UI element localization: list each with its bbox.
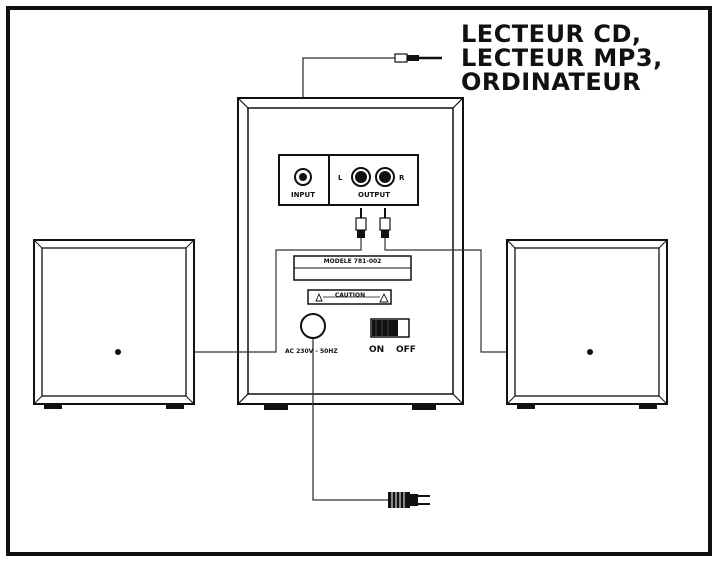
output-right-label: R bbox=[399, 174, 405, 182]
left-speaker bbox=[33, 239, 195, 409]
caution-label: CAUTION bbox=[334, 292, 366, 299]
device-label-line1: LECTEUR CD, bbox=[461, 20, 642, 48]
on-label: ON bbox=[369, 345, 385, 355]
power-switch bbox=[370, 318, 410, 338]
power-rating-label: AC 230V - 50HZ bbox=[285, 348, 338, 355]
power-cord-inlet bbox=[300, 313, 326, 339]
jack-plug-top-icon bbox=[394, 53, 442, 63]
left-speaker-cable bbox=[118, 238, 362, 353]
input-label: INPUT bbox=[290, 191, 316, 199]
off-label: OFF bbox=[396, 345, 416, 355]
power-plug-icon bbox=[388, 492, 430, 508]
rca-plug-left-icon bbox=[355, 208, 367, 238]
device-label-line3: ORDINATEUR bbox=[461, 68, 642, 96]
model-label: MODELE 781-002 bbox=[323, 258, 382, 265]
connector-panel bbox=[278, 154, 419, 206]
output-label: OUTPUT bbox=[358, 191, 390, 199]
device-label-line2: LECTEUR MP3, bbox=[461, 44, 663, 72]
warning-right-icon bbox=[379, 292, 389, 303]
output-left-label: L bbox=[338, 174, 343, 182]
warning-left-icon bbox=[315, 292, 323, 302]
rca-plug-right-icon bbox=[379, 208, 391, 238]
diagram-border bbox=[6, 6, 712, 556]
model-plate bbox=[293, 255, 412, 281]
subwoofer-cabinet bbox=[237, 97, 464, 410]
power-cord bbox=[312, 338, 388, 501]
right-speaker bbox=[506, 239, 668, 409]
caution-plate bbox=[307, 289, 392, 305]
